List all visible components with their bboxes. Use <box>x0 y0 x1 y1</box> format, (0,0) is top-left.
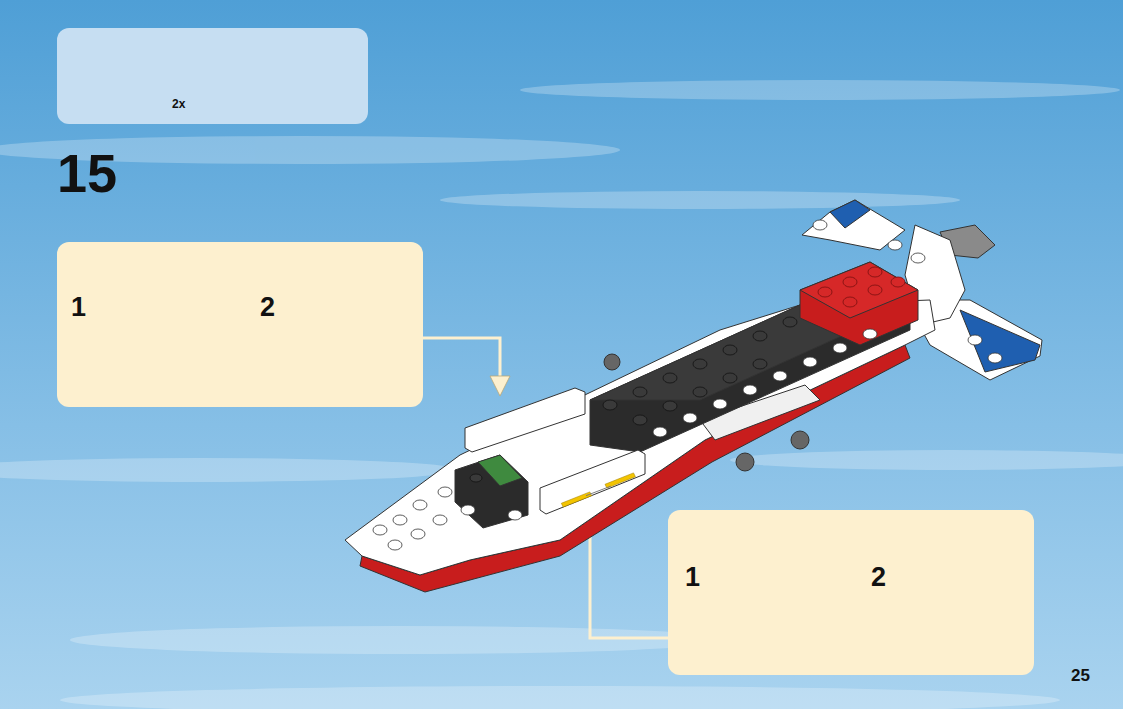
callout-number: 2 <box>871 564 886 591</box>
page-number: 25 <box>1071 667 1090 684</box>
substep-callout: 12 <box>57 242 423 407</box>
callout-number: 2x <box>172 98 185 110</box>
callout-number: 2 <box>260 294 275 321</box>
callout-number: 1 <box>71 294 86 321</box>
parts-list-panel: 2x <box>57 28 368 124</box>
callout-number: 1 <box>685 564 700 591</box>
step-number: 15 <box>57 146 117 200</box>
substep-callout: 12 <box>668 510 1034 675</box>
